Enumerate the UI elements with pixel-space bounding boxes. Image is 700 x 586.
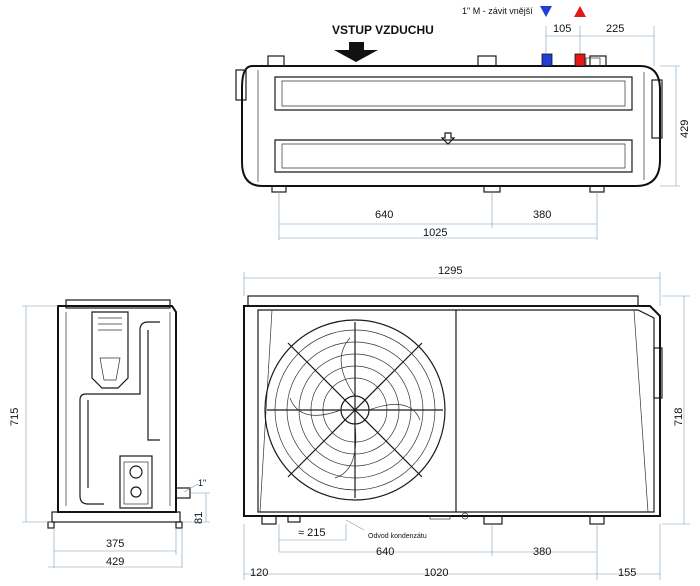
dim-side-depth: 429 — [106, 556, 124, 568]
dim-front-right-margin: 155 — [618, 567, 636, 579]
drain-label: Odvod kondenzátu — [368, 533, 427, 540]
dim-side-height: 715 — [9, 408, 21, 426]
dim-front-foot-span: 1020 — [424, 567, 448, 579]
down-arrow-icon — [440, 132, 456, 145]
dim-top-foot-left: 640 — [375, 209, 393, 221]
dim-pipe-to-edge: 225 — [606, 23, 624, 35]
inlet-triangle-icon — [540, 6, 552, 17]
side-view: 715 81 1" 375 429 — [9, 299, 210, 568]
dim-pipe-spacing: 105 — [553, 23, 571, 35]
dim-front-width: 1295 — [438, 265, 462, 277]
dim-top-foot-total: 1025 — [423, 227, 447, 239]
dim-drain-offset: ≈ 215 — [298, 527, 325, 539]
dim-front-left-margin: 120 — [250, 567, 268, 579]
dim-top-depth: 429 — [679, 120, 691, 138]
outlet-pipe-connector — [574, 53, 586, 67]
side-thread-label: 1" — [198, 478, 206, 488]
air-inlet-arrow-icon — [334, 42, 378, 62]
dim-side-pipe-height: 81 — [193, 512, 205, 524]
top-view: VSTUP VZDUCHU 1" M - závit vnější 105 22… — [235, 6, 691, 240]
inlet-pipe-connector — [541, 53, 553, 67]
dim-front-foot-right: 380 — [533, 546, 551, 558]
dim-front-height: 718 — [673, 408, 685, 426]
dim-front-foot-left: 640 — [376, 546, 394, 558]
outlet-triangle-icon — [574, 6, 586, 17]
dim-side-foot-width: 375 — [106, 538, 124, 550]
fan-grille — [264, 319, 446, 501]
air-inlet-label: VSTUP VZDUCHU — [332, 23, 434, 37]
thread-label: 1" M - závit vnější — [462, 6, 533, 16]
front-view: 1295 718 ≈ 215 Odvod kondenzátu 640 380 … — [243, 265, 690, 580]
dim-top-foot-right: 380 — [533, 209, 551, 221]
